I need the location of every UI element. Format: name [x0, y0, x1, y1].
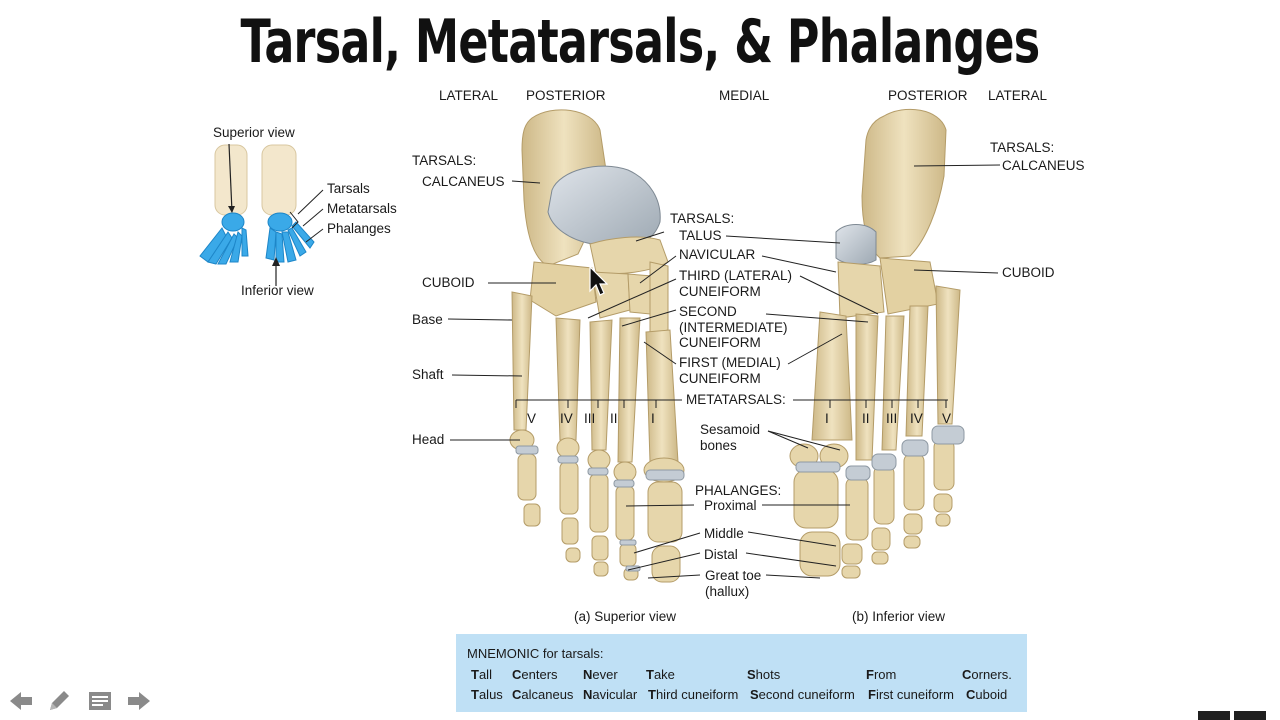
- second-cuneiform-label-3: CUNEIFORM: [679, 335, 761, 350]
- inf-numeral-i: I: [825, 411, 829, 426]
- mnemonic-word: Tall: [471, 667, 492, 682]
- talus-label: TALUS: [679, 228, 722, 243]
- corner-control: [1234, 711, 1266, 720]
- mnemonic-word: Take: [646, 667, 675, 682]
- inf-numeral-iii: III: [886, 411, 898, 426]
- sup-base-label: Base: [412, 312, 443, 327]
- first-cuneiform-label-2: CUNEIFORM: [679, 371, 761, 386]
- mnemonic-bone: Calcaneus: [512, 687, 574, 702]
- thumb-metatarsals-label: Metatarsals: [327, 201, 397, 216]
- inf-calcaneus-label: CALCANEUS: [1002, 158, 1085, 173]
- center-tarsals-label: TARSALS:: [670, 211, 735, 226]
- mnemonic-bone: Talus: [471, 687, 503, 702]
- mnemonic-word: Centers: [512, 667, 558, 682]
- mnemonic-word: Shots: [747, 667, 781, 682]
- mnemonic-word: Never: [583, 667, 618, 682]
- prev-slide-button[interactable]: [8, 688, 34, 714]
- second-cuneiform-label-1: SECOND: [679, 304, 737, 319]
- mnemonic-box: [456, 634, 1027, 712]
- proximal-label: Proximal: [704, 498, 757, 513]
- mnemonic-bone: Cuboid: [966, 687, 1008, 702]
- second-cuneiform-label-2: (INTERMEDIATE): [679, 320, 788, 335]
- sup-calcaneus-label: CALCANEUS: [422, 174, 505, 189]
- mnemonic-word: From: [866, 667, 897, 682]
- thumbnail-legs: [199, 143, 324, 286]
- thumb-inferior-view-label: Inferior view: [241, 283, 314, 298]
- inferior-foot: [789, 108, 965, 579]
- sup-numeral-iv: IV: [560, 411, 573, 426]
- middle-label: Middle: [704, 526, 744, 541]
- sup-numeral-ii: II: [610, 411, 618, 426]
- sup-numeral-iii: III: [584, 411, 596, 426]
- inferior-view-caption: (b) Inferior view: [852, 609, 946, 624]
- third-cuneiform-label-2: CUNEIFORM: [679, 284, 761, 299]
- leader-lines: [447, 164, 1001, 579]
- sup-head-label: Head: [412, 432, 445, 447]
- arrow-right-icon: [128, 692, 150, 710]
- superior-view-caption: (a) Superior view: [574, 609, 677, 624]
- mnemonic-bone: First cuneiform: [868, 687, 954, 702]
- pen-tool-button[interactable]: [46, 688, 72, 714]
- metatarsals-label: METATARSALS:: [686, 392, 786, 407]
- phalanges-label: PHALANGES:: [695, 483, 782, 498]
- thumb-tarsals-label: Tarsals: [327, 181, 370, 196]
- sup-cuboid-label: CUBOID: [422, 275, 475, 290]
- superior-foot: [509, 109, 685, 583]
- sesamoid-label-2: bones: [700, 438, 737, 453]
- arrow-left-icon: [10, 692, 32, 710]
- sup-shaft-label: Shaft: [412, 367, 444, 382]
- first-cuneiform-label-1: FIRST (MEDIAL): [679, 355, 781, 370]
- mnemonic-bone: Second cuneiform: [750, 687, 855, 702]
- mnemonic-bone: Third cuneiform: [648, 687, 739, 702]
- sup-numeral-v: V: [527, 411, 537, 426]
- inf-numeral-v: V: [942, 411, 952, 426]
- next-slide-button[interactable]: [126, 688, 152, 714]
- header-posterior-left: POSTERIOR: [526, 88, 606, 103]
- page-title: Tarsal, Metatarsals, & Phalanges: [240, 7, 1040, 77]
- inf-tarsals-label: TARSALS:: [990, 140, 1055, 155]
- mnemonic-word: Corners.: [962, 667, 1012, 682]
- thumb-superior-view-label: Superior view: [213, 125, 295, 140]
- navicular-label: NAVICULAR: [679, 247, 756, 262]
- inf-cuboid-label: CUBOID: [1002, 265, 1055, 280]
- sesamoid-label-1: Sesamoid: [700, 422, 761, 437]
- distal-label: Distal: [704, 547, 738, 562]
- inf-numeral-ii: II: [862, 411, 870, 426]
- great-toe-label-2: (hallux): [705, 584, 750, 599]
- header-lateral-right: LATERAL: [988, 88, 1048, 103]
- thumb-phalanges-label: Phalanges: [327, 221, 391, 236]
- corner-control: [1198, 711, 1230, 720]
- sup-tarsals-label: TARSALS:: [412, 153, 477, 168]
- pencil-icon: [50, 691, 69, 710]
- header-medial: MEDIAL: [719, 88, 770, 103]
- mnemonic-bone: Navicular: [583, 687, 638, 702]
- sup-numeral-i: I: [651, 411, 655, 426]
- header-posterior-right: POSTERIOR: [888, 88, 968, 103]
- inf-numeral-iv: IV: [910, 411, 923, 426]
- header-lateral-left: LATERAL: [439, 88, 499, 103]
- notes-icon: [89, 692, 111, 710]
- third-cuneiform-label-1: THIRD (LATERAL): [679, 268, 793, 283]
- mnemonic-heading: MNEMONIC for tarsals:: [467, 646, 604, 661]
- mouse-cursor-icon: [589, 266, 608, 296]
- notes-button[interactable]: [87, 688, 113, 714]
- great-toe-label-1: Great toe: [705, 568, 762, 583]
